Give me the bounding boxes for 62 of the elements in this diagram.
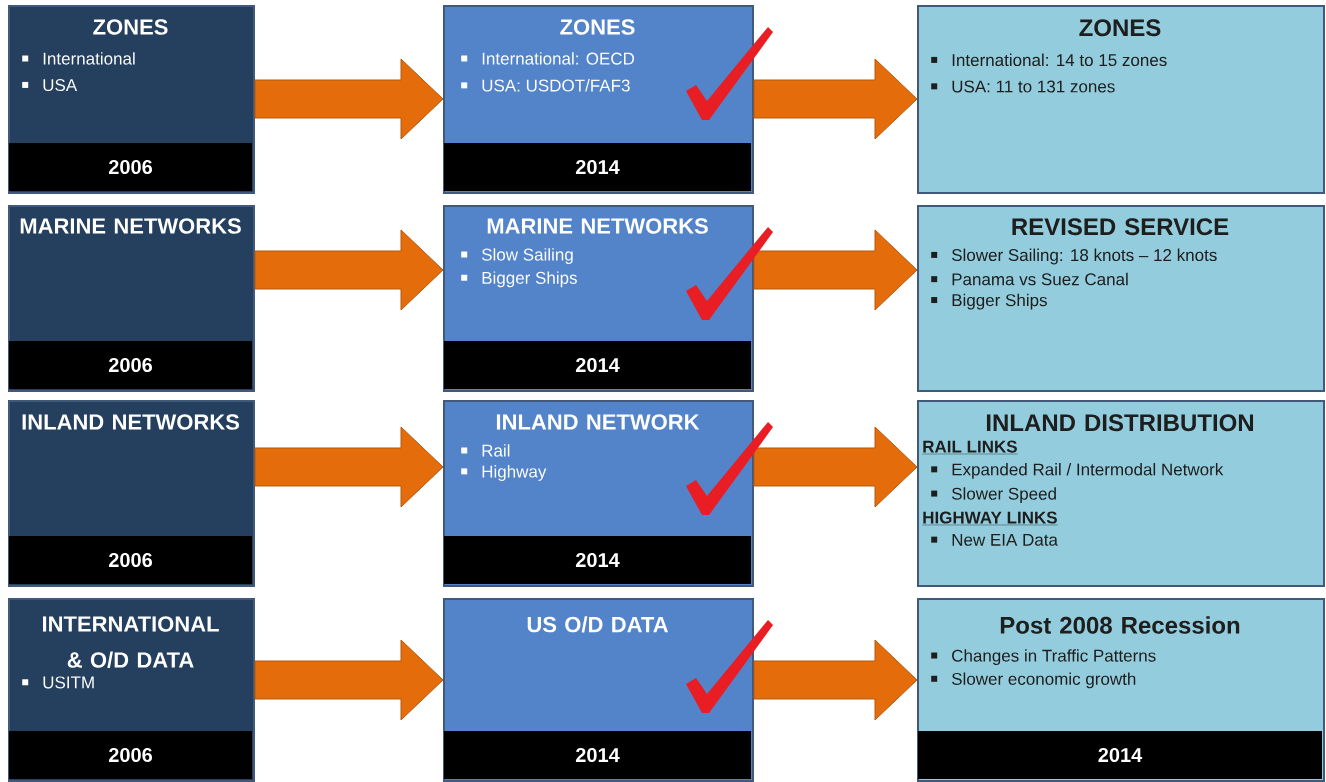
year-bar: 2014 [444,731,751,779]
box [8,400,255,587]
bullet-item: USA: USDOT/FAF3 [461,79,630,92]
bullet-item: International: 14 to 15 zones [931,53,1167,67]
arrow [254,639,444,721]
bullet-item: Slower economic growth [931,672,1136,689]
bullet-item: Rail [461,444,510,457]
bullet-item: New EIA Data [931,533,1058,546]
arrow [753,639,918,721]
box-heading: ZONES [560,19,635,35]
box [443,205,754,392]
subheading: HIGHWAY LINKS [922,511,1058,526]
bullet-item: Slow Sailing [461,248,573,264]
box [8,5,255,194]
box [443,598,754,782]
box-heading: INLAND DISTRIBUTION [986,414,1254,432]
box-heading: INTERNATIONAL & O/D DATA [43,616,219,668]
box [917,598,1325,782]
box-heading: MARINE NETWORKS [20,218,241,234]
box [8,598,255,782]
box-heading: ZONES [93,19,168,35]
bullet-item: International: OECD [461,52,635,65]
box-heading: MARINE NETWORKS [487,218,708,234]
box-heading: US O/D DATA [527,616,669,633]
box [8,205,255,392]
arrow [254,426,444,508]
year-bar: 2006 [9,536,252,584]
bullet-item: USA: 11 to 131 zones [931,80,1115,93]
year-bar: 2006 [9,143,252,191]
year-bar: 2006 [9,341,252,389]
subheading: RAIL LINKS [922,440,1018,455]
bullet-item: International [22,52,135,65]
arrow [753,229,918,311]
bullet-item: Changes in Traffic Patterns [931,649,1156,666]
box [443,5,754,194]
arrow [254,229,444,311]
box-heading: Post 2008 Recession [1000,616,1240,634]
bullet-item: Bigger Ships [461,271,577,288]
box [917,5,1325,194]
box [917,205,1325,392]
bullet-item: USA [22,79,78,92]
year-bar: 2006 [9,731,252,779]
arrow [254,58,444,140]
box [917,400,1325,587]
year-bar: 2014 [444,341,751,389]
year-bar: 2014 [918,731,1322,779]
arrow [753,426,918,508]
bullet-item: USITM [22,676,94,689]
bullet-item: Expanded Rail / Intermodal Network [931,463,1224,479]
box-heading: ZONES [1079,19,1161,37]
bullet-item: Panama vs Suez Canal [931,272,1128,286]
year-bar: 2014 [444,143,751,191]
box-heading: INLAND NETWORK [496,414,700,430]
year-bar: 2014 [444,536,751,584]
bullet-item: Highway [461,465,547,481]
bullet-item: Slower Sailing: 18 knots – 12 knots [931,248,1217,265]
bullet-item: Slower Speed [931,487,1056,504]
box [443,400,754,587]
box-heading: REVISED SERVICE [1012,218,1229,236]
box-heading: INLAND NETWORKS [22,414,239,430]
arrow [753,58,918,140]
bullet-item: Bigger Ships [931,293,1047,310]
